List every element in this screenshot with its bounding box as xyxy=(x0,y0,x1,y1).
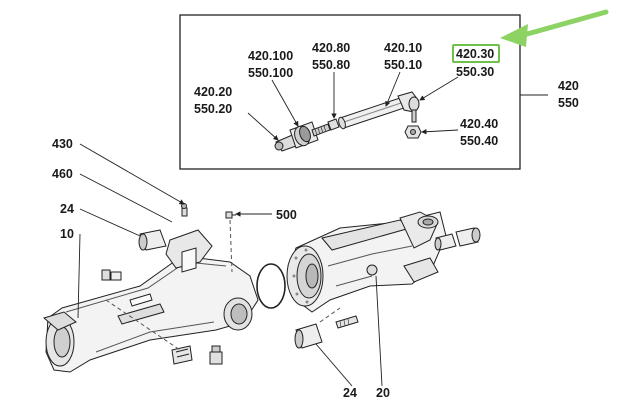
label-550-40: 550.40 xyxy=(460,134,499,148)
label-550-20: 550.20 xyxy=(194,102,233,116)
part-label-10: 10 xyxy=(60,227,74,241)
label-420-80: 420.80 xyxy=(312,41,351,55)
left-small-parts xyxy=(101,203,223,365)
part-label-500: 500 xyxy=(276,208,297,222)
label-420-30: 420.30 xyxy=(456,47,495,61)
label-420-10: 420.10 xyxy=(384,41,423,55)
label-550-100: 550.100 xyxy=(248,66,294,80)
part-label-24-left: 24 xyxy=(60,202,74,216)
right-small-parts xyxy=(225,211,481,349)
o-ring xyxy=(256,263,286,309)
inset-frame xyxy=(179,14,521,170)
inset-leaders xyxy=(247,71,459,141)
label-420-20: 420.20 xyxy=(194,85,233,99)
part-label-460: 460 xyxy=(52,167,73,181)
label-420-100: 420.100 xyxy=(248,49,294,63)
group-label-420: 420 xyxy=(558,79,579,93)
part-label-20: 20 xyxy=(376,386,390,400)
group-label-550: 550 xyxy=(558,96,579,110)
part-label-430: 430 xyxy=(52,137,73,151)
highlight-arrow xyxy=(500,9,609,47)
label-550-30: 550.30 xyxy=(456,65,495,79)
label-550-80: 550.80 xyxy=(312,58,351,72)
label-420-40: 420.40 xyxy=(460,117,499,131)
right-axle-housing xyxy=(286,211,447,313)
part-label-24-bottom: 24 xyxy=(343,386,357,400)
highlight-box-420-30 xyxy=(452,44,500,63)
label-550-10: 550.10 xyxy=(384,58,423,72)
tie-rod-assembly xyxy=(274,91,422,152)
part-leaders xyxy=(77,143,383,387)
left-axle-housing xyxy=(42,229,259,373)
